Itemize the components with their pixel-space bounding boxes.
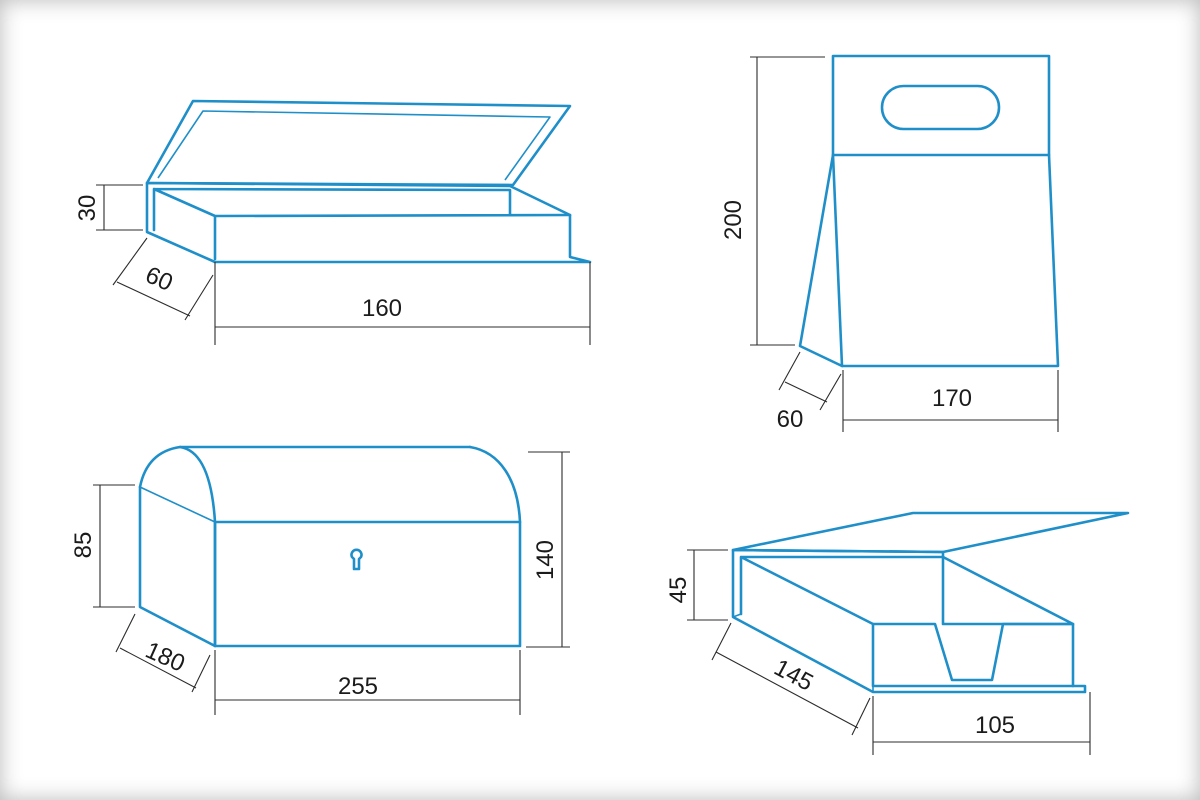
- open-tray-box-inner: [739, 555, 1075, 688]
- carry-handle-box-depth-label: 60: [777, 406, 804, 433]
- open-tray-box-width-label: 105: [975, 712, 1015, 739]
- hinged-lid-box-dims: 30 60 160: [74, 184, 591, 345]
- open-tray-box: [731, 511, 1130, 694]
- carry-handle-box-height-label: 200: [720, 200, 747, 240]
- hinged-lid-box-base: [145, 181, 592, 264]
- treasure-chest-box-lid-arc-front: [468, 445, 522, 524]
- treasure-chest-box-front: [213, 520, 522, 648]
- treasure-chest-box-side: [138, 485, 217, 648]
- open-tray-box-wall: [871, 555, 1075, 682]
- treasure-chest-box: [138, 445, 522, 648]
- carry-handle-box-handle-hole: [880, 84, 1001, 131]
- treasure-chest-box-side-height-label: 85: [70, 532, 97, 559]
- hinged-lid-box-front: [152, 187, 572, 261]
- open-tray-box-body: [731, 548, 1087, 694]
- hinged-lid-box-depth-label: 60: [141, 261, 176, 297]
- hinged-lid-box-lid-inner: [157, 110, 551, 181]
- treasure-chest-box-lid-arc-side: [138, 445, 217, 524]
- open-tray-box-dims: 45 145 105: [665, 549, 1091, 755]
- carry-handle-box-dims: 200 60 170: [720, 56, 1059, 433]
- carry-handle-box-front: [831, 54, 1060, 368]
- carry-handle-box-side: [798, 153, 844, 368]
- hinged-lid-box-height-label: 30: [74, 195, 101, 222]
- hinged-lid-box: [145, 99, 592, 264]
- treasure-chest-box-total-height-label: 140: [532, 540, 559, 580]
- open-tray-box-lid: [731, 511, 1130, 554]
- treasure-chest-box-width-label: 255: [338, 673, 378, 700]
- open-tray-box-height-label: 45: [665, 577, 692, 604]
- open-tray-box-depth-label: 145: [770, 654, 818, 697]
- carry-handle-box: [798, 54, 1060, 368]
- carry-handle-box-width-label: 170: [932, 385, 972, 412]
- hinged-lid-box-width-label: 160: [362, 295, 402, 322]
- treasure-chest-box-depth-label: 180: [141, 637, 189, 678]
- treasure-chest-box-dims: 85 140 180 255: [70, 451, 570, 715]
- keyhole-icon: [350, 548, 363, 571]
